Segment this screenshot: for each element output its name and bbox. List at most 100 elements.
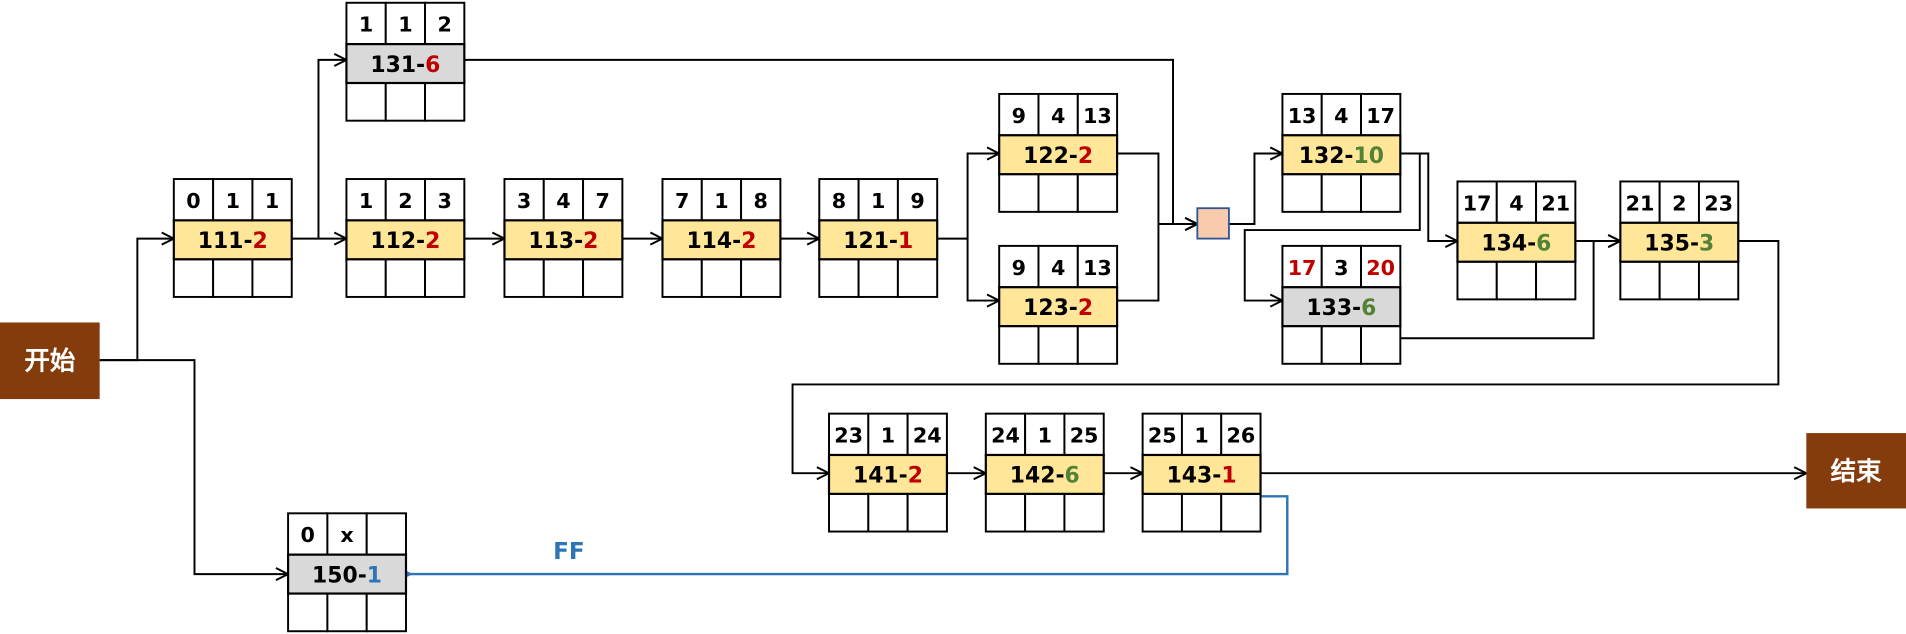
bottom-cell [1024, 492, 1066, 533]
top-cell [1220, 412, 1262, 456]
top-cell [384, 178, 427, 222]
end-label: 结束 [1831, 457, 1883, 487]
early-start: 17 [1288, 256, 1317, 280]
merge-node [1196, 207, 1230, 240]
task-label: 113-2 [528, 229, 598, 254]
early-start: 9 [1012, 256, 1026, 280]
task-label-cell [1456, 221, 1577, 263]
task-duration: 6 [1361, 295, 1376, 320]
early-start: 24 [991, 424, 1020, 448]
task-label-cell [345, 43, 466, 85]
bottom-cell [1495, 260, 1538, 301]
bottom-cell [867, 492, 909, 533]
early-finish: 7 [596, 189, 610, 213]
task-label-cell [827, 453, 949, 495]
duration-value: 4 [1051, 256, 1065, 280]
bottom-cell [818, 258, 860, 298]
bottom-cell [345, 258, 387, 298]
top-cell [1495, 180, 1538, 224]
task-id: 122- [1023, 143, 1078, 168]
task-duration: 1 [898, 229, 913, 254]
duration-value: 1 [1038, 424, 1052, 448]
dependency-arrow [99, 359, 288, 574]
start-node[interactable]: 开始 [0, 322, 100, 400]
task-duration: 2 [908, 463, 923, 488]
early-start: 7 [675, 189, 689, 213]
top-cell [998, 92, 1040, 137]
bottom-cell [1037, 173, 1079, 213]
early-finish: 9 [910, 189, 924, 213]
end-node[interactable]: 结束 [1806, 433, 1906, 509]
duration-value: 1 [1194, 424, 1208, 448]
top-cell [172, 178, 215, 222]
bottom-cell [1281, 325, 1323, 365]
bottom-cell [1535, 260, 1577, 301]
bottom-cell [384, 82, 427, 122]
bottom-cell [345, 82, 387, 122]
task-label-cell [1281, 134, 1402, 176]
task-id: 134- [1481, 231, 1536, 256]
dependency-arrow [1117, 152, 1197, 225]
task-label-cell [172, 219, 293, 261]
bottom-cell [998, 325, 1040, 365]
task-id: 141- [853, 463, 908, 488]
early-start: 9 [1012, 104, 1026, 128]
task-duration: 1 [1221, 463, 1236, 488]
task-label: 112-2 [370, 229, 440, 254]
early-start: 23 [834, 424, 863, 448]
task-label: 122-2 [1023, 143, 1093, 168]
bottom-cell [1320, 325, 1362, 365]
bottom-cell [984, 492, 1027, 533]
early-start: 0 [301, 523, 315, 547]
bottom-cell [1619, 260, 1661, 301]
task-label-cell [984, 453, 1105, 495]
bottom-cell [661, 258, 703, 298]
early-start: 1 [359, 189, 373, 213]
task-label: 121-1 [843, 229, 913, 254]
top-cell [1076, 92, 1119, 137]
task-duration: 6 [425, 52, 440, 77]
task-label-cell [661, 219, 782, 261]
bottom-cell [1076, 173, 1119, 213]
task-id: 121- [843, 229, 898, 254]
early-finish: 3 [438, 189, 452, 213]
duration-value: 1 [881, 424, 895, 448]
bottom-cell [1220, 492, 1262, 533]
start-box [0, 322, 100, 400]
early-finish: 13 [1083, 256, 1112, 280]
task-label: 141-2 [853, 463, 923, 488]
task-id: 133- [1306, 295, 1361, 320]
bottom-cell [1360, 173, 1402, 213]
early-finish: 20 [1366, 256, 1395, 280]
task-duration: 6 [1065, 463, 1080, 488]
bottom-cell [1320, 173, 1362, 213]
bottom-cell [1180, 492, 1223, 533]
bottom-cell [1697, 260, 1740, 301]
task-label-cell [1619, 221, 1740, 263]
bottom-cell [740, 258, 782, 298]
ff-link-arrow [410, 495, 1289, 574]
task-id: 111- [198, 229, 253, 254]
top-cell [867, 412, 909, 456]
early-finish: 25 [1070, 424, 1099, 448]
early-finish: 1 [265, 189, 279, 213]
task-id: 113- [528, 229, 583, 254]
task-label: 114-2 [686, 229, 756, 254]
